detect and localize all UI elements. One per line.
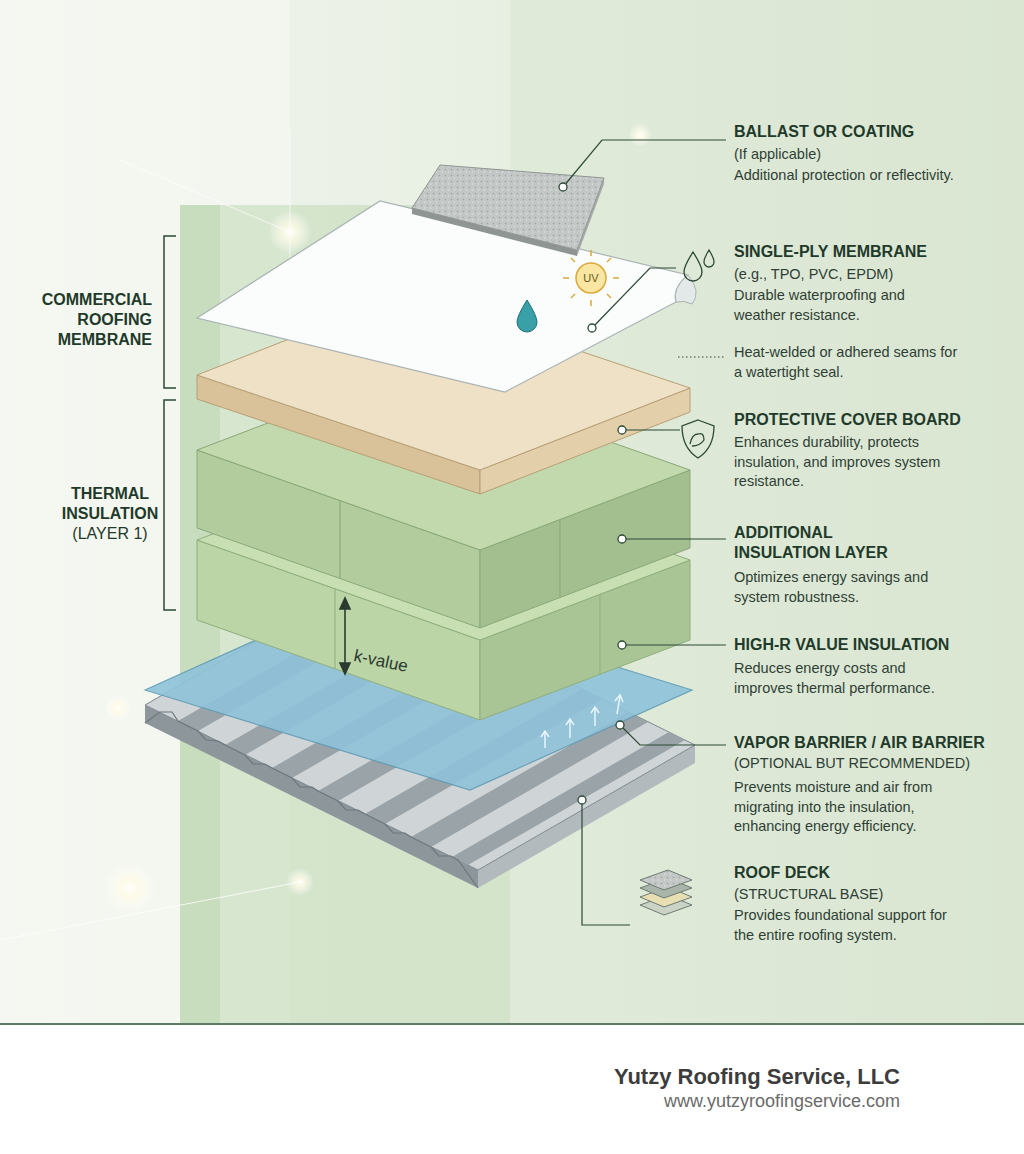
dimension-label: k-value xyxy=(352,646,434,682)
icon-label: UV xyxy=(576,271,606,285)
callout-text: Reduces energy costs and improves therma… xyxy=(734,659,959,698)
shield-icon xyxy=(682,420,714,458)
water-drops-icon xyxy=(684,252,702,281)
leader-dot xyxy=(618,426,626,434)
high-r-insulation xyxy=(340,598,350,609)
callout-text: Durable waterproofing and weather resist… xyxy=(734,286,959,325)
vapor-barrier xyxy=(591,707,599,713)
callout-heading: ADDITIONAL INSULATION LAYER xyxy=(734,523,904,563)
callout-heading: BALLAST OR COATING xyxy=(734,122,1004,142)
sparkles xyxy=(120,160,290,232)
high-r-insulation xyxy=(340,663,350,674)
bracket-label: COMMERCIAL ROOFING MEMBRANE xyxy=(20,290,152,350)
sparkles xyxy=(0,882,300,940)
water-drops-icon xyxy=(704,250,714,267)
bracket-label: (LAYER 1) xyxy=(45,524,175,544)
single-ply-membrane xyxy=(197,201,696,392)
callout-heading: ROOF DECK xyxy=(734,863,1004,883)
vapor-barrier xyxy=(544,732,546,748)
high-r-insulation xyxy=(334,589,335,669)
single-ply-membrane xyxy=(675,275,696,304)
leader-line xyxy=(592,268,676,328)
uv-sun-icon xyxy=(571,258,575,262)
callout-heading: VAPOR BARRIER / AIR BARRIER xyxy=(734,733,1024,753)
callout-text: Prevents moisture and air from migrating… xyxy=(734,778,959,837)
high-r-insulation xyxy=(344,606,346,666)
leader-dot xyxy=(618,535,626,543)
ballast-coating xyxy=(412,165,604,256)
bracket xyxy=(164,400,176,610)
deck-layers-icon xyxy=(640,870,692,890)
bracket xyxy=(164,236,176,388)
background xyxy=(0,1023,1024,1025)
leader-dot xyxy=(578,796,586,804)
uv-sun-icon xyxy=(607,294,611,298)
leader-line xyxy=(622,644,726,645)
callout-heading: SINGLE-PLY MEMBRANE xyxy=(734,242,1004,262)
callout-text: Additional protection or reflectivity. xyxy=(734,166,959,186)
high-r-insulation xyxy=(599,594,600,674)
company-name: Yutzy Roofing Service, LLC xyxy=(440,1064,900,1090)
vapor-barrier xyxy=(541,731,549,737)
additional-insulation xyxy=(339,500,340,578)
vapor-barrier xyxy=(615,695,623,702)
single-ply-membrane xyxy=(517,300,537,332)
leader-line xyxy=(678,356,726,357)
bracket xyxy=(164,236,176,610)
uv-sun-icon xyxy=(590,300,592,306)
sparkles xyxy=(628,123,652,147)
uv-sun-icon xyxy=(571,294,575,298)
callout-note: (e.g., TPO, PVC, EPDM) xyxy=(734,265,984,285)
callout-text: Provides foundational support for the en… xyxy=(734,906,959,945)
callout-note: (STRUCTURAL BASE) xyxy=(734,885,984,905)
bracket-label: THERMAL INSULATION xyxy=(45,484,175,524)
vapor-barrier xyxy=(594,708,596,726)
leader-dot xyxy=(618,641,626,649)
leader-dot xyxy=(559,183,626,804)
ballast-coating xyxy=(412,165,604,250)
leader-line xyxy=(622,429,680,430)
uv-sun-icon xyxy=(576,263,606,293)
leader-line xyxy=(622,538,726,539)
leader-dot xyxy=(559,183,567,191)
leader-line xyxy=(563,140,726,187)
callout-text: Enhances durability, protects insulation… xyxy=(734,433,959,492)
additional-insulation xyxy=(559,520,560,598)
callout-note: (OPTIONAL BUT RECOMMENDED) xyxy=(734,754,1024,774)
leader-line xyxy=(620,725,726,745)
uv-sun-icon xyxy=(590,250,592,256)
sparkles xyxy=(104,694,132,722)
callout-text: Optimizes energy savings and system robu… xyxy=(734,568,959,607)
uv-sun-icon xyxy=(613,277,619,279)
vapor-barrier xyxy=(566,719,574,725)
uv-sun-icon xyxy=(607,258,611,262)
shield-icon xyxy=(690,434,704,446)
uv-sun-icon xyxy=(563,277,569,279)
high-r-insulation xyxy=(340,598,350,674)
vapor-barrier xyxy=(541,695,623,748)
vapor-barrier xyxy=(569,720,571,738)
water-drops-icon xyxy=(684,250,714,281)
callout-text: Heat-welded or adhered seams for a water… xyxy=(734,343,969,382)
leader-dot xyxy=(616,721,624,729)
leader-line xyxy=(582,800,630,925)
shield-icon xyxy=(682,420,714,458)
callout-heading: HIGH-R VALUE INSULATION xyxy=(734,635,1004,655)
uv-sun-icon xyxy=(563,250,619,306)
background xyxy=(0,1025,1024,1154)
background xyxy=(0,0,1024,1025)
sparkles xyxy=(104,862,156,914)
company-url: www.yutzyroofingservice.com xyxy=(440,1090,900,1112)
deck-layers-icon xyxy=(640,870,692,915)
callout-note: (If applicable) xyxy=(734,145,984,165)
single-ply-membrane xyxy=(197,201,688,392)
leader-line xyxy=(563,140,726,925)
callout-heading: PROTECTIVE COVER BOARD xyxy=(734,410,1004,430)
leader-dot xyxy=(588,324,596,332)
